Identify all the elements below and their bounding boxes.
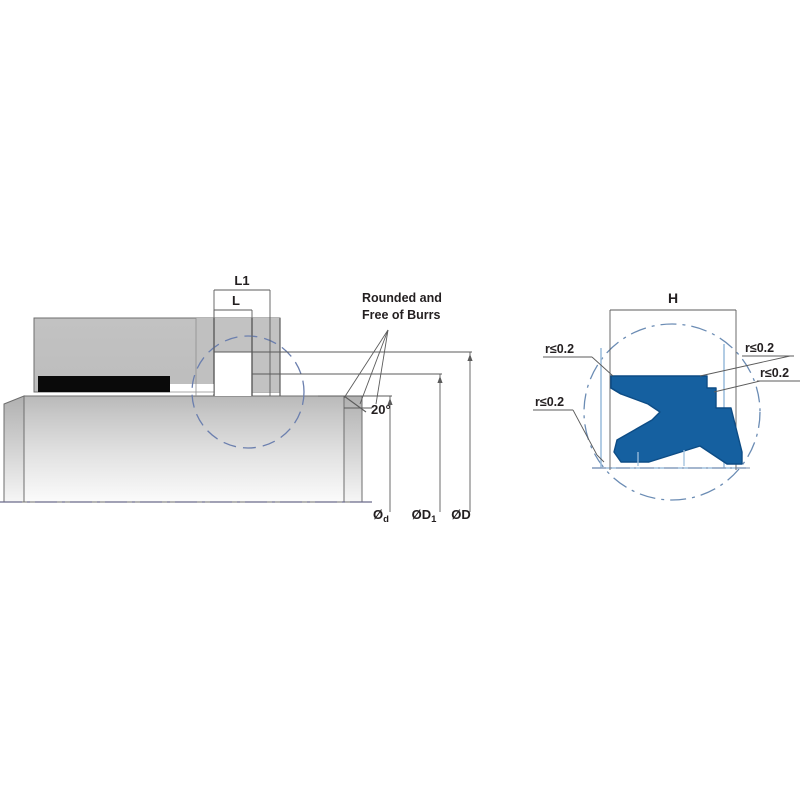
chamfer-angle-callout: 20° (343, 395, 391, 417)
dimension-D1-arrow (437, 376, 443, 383)
radius-bottom-left-label: r≤0.2 (535, 395, 564, 409)
seal-detail-circle (583, 323, 761, 501)
radius-top-right-leader (699, 355, 791, 377)
dimension-L-label: L (232, 293, 240, 308)
burrs-leader-1 (343, 329, 389, 399)
shaft-right-face (343, 395, 363, 503)
chamfer-angle-label: 20° (371, 402, 391, 417)
shaft-body (3, 395, 363, 503)
seal-lip-left (610, 376, 622, 395)
groove-cavity-fill (214, 352, 252, 396)
dimension-L1-label: L1 (234, 273, 249, 288)
radius-callout-bottom-left: r≤0.2 (533, 395, 605, 463)
radius-callout-top-right: r≤0.2 (699, 341, 794, 377)
radius-callout-top-left: r≤0.2 (543, 342, 614, 377)
groove-clearance (170, 384, 214, 394)
radius-bottom-left-leader2 (596, 454, 605, 463)
seal-profile-shape (610, 375, 743, 465)
dimension-D1-label: ØD1 (412, 507, 438, 525)
installed-seal (38, 376, 170, 392)
shaft-main (23, 395, 345, 503)
rounded-free-of-burrs-note: Rounded and Free of Burrs (362, 291, 442, 322)
radius-mid-right-label: r≤0.2 (760, 366, 789, 380)
dimension-diameter-d: Ød (373, 396, 393, 525)
burrs-leader-lines (343, 329, 389, 405)
shaft-left-chamfer-face (3, 395, 25, 503)
seal-bottom-detail-lines (637, 450, 685, 466)
chamfer-edge (343, 395, 367, 413)
dimension-D-arrow (467, 354, 473, 361)
detail-circle (191, 335, 305, 449)
left-diagram-group: L1 L Ød ØD1 ØD (0, 273, 473, 525)
radius-mid-right-leader (713, 380, 761, 393)
dimension-D-label: ØD (451, 507, 471, 522)
radius-top-right-label: r≤0.2 (745, 341, 774, 355)
radius-top-left-label: r≤0.2 (545, 342, 574, 356)
dimension-H-label: H (668, 290, 678, 306)
dimension-d-label: Ød (373, 507, 389, 525)
radius-top-left-leader (591, 356, 614, 377)
dimension-diameter-D: ØD (451, 352, 473, 522)
dimension-d-arrow (387, 398, 393, 405)
right-diagram-group: H r≤0.2 r≤0.2 r≤0.2 (533, 290, 800, 501)
radius-callout-mid-right: r≤0.2 (713, 366, 800, 393)
radius-bottom-left-leader (572, 409, 598, 456)
burrs-leader-2 (359, 329, 389, 405)
burrs-note-line1: Rounded and (362, 291, 442, 305)
dimension-diameter-D1: ØD1 (412, 374, 443, 525)
burrs-note-line2: Free of Burrs (362, 308, 441, 322)
dimension-L: L (213, 293, 253, 374)
burrs-leader-3 (375, 329, 389, 405)
